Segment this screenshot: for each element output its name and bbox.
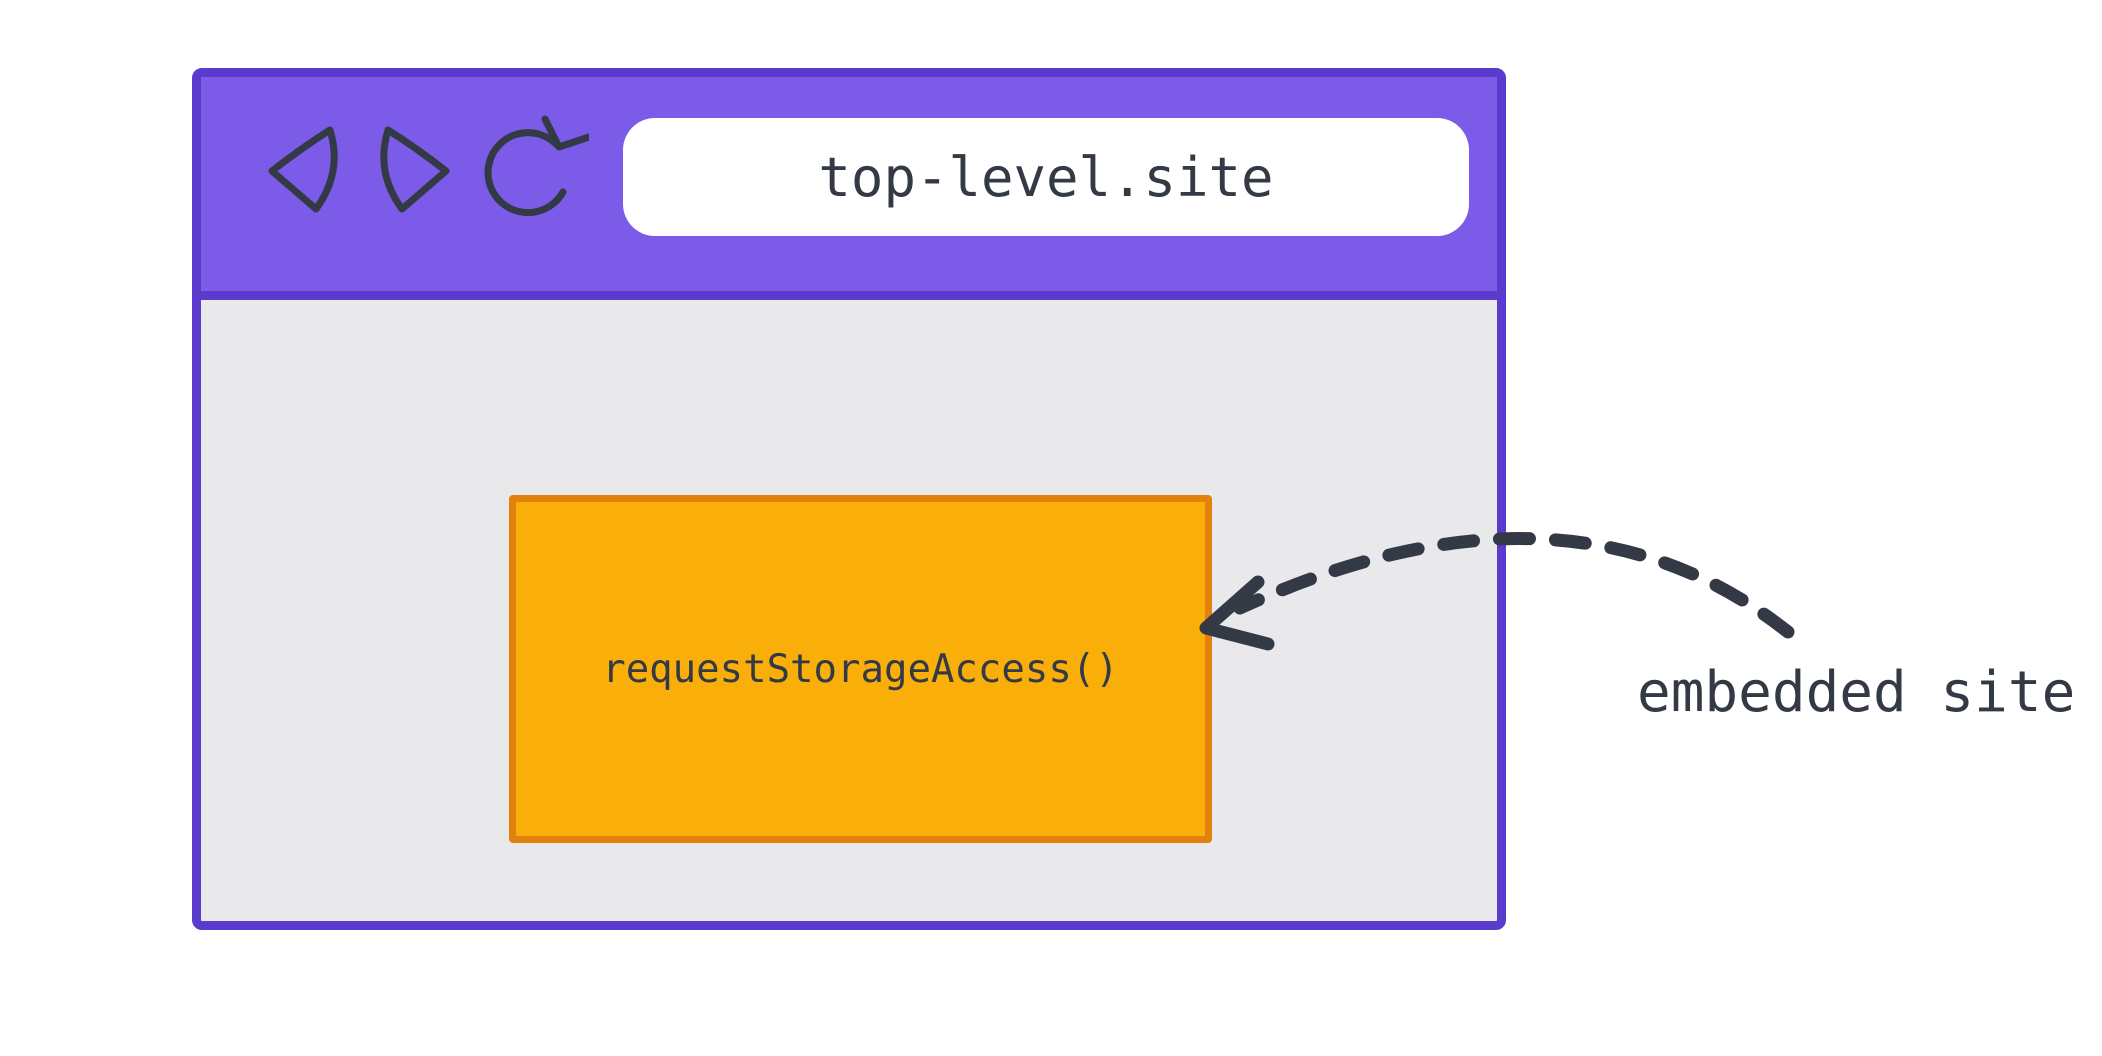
nav-icons (268, 115, 589, 217)
embedded-iframe-label: requestStorageAccess() (602, 646, 1119, 692)
address-bar-url: top-level.site (818, 145, 1274, 209)
back-icon (268, 126, 338, 213)
embedded-site-label: embedded site (1637, 660, 2076, 725)
reload-icon (484, 115, 589, 217)
browser-window: top-level.site requestStorageAccess() (192, 68, 1506, 930)
forward-icon (380, 126, 450, 213)
page-content-area: requestStorageAccess() (201, 309, 1497, 921)
address-bar: top-level.site (623, 118, 1469, 236)
embedded-iframe-box: requestStorageAccess() (509, 495, 1212, 843)
browser-chrome-titlebar: top-level.site (201, 77, 1497, 300)
